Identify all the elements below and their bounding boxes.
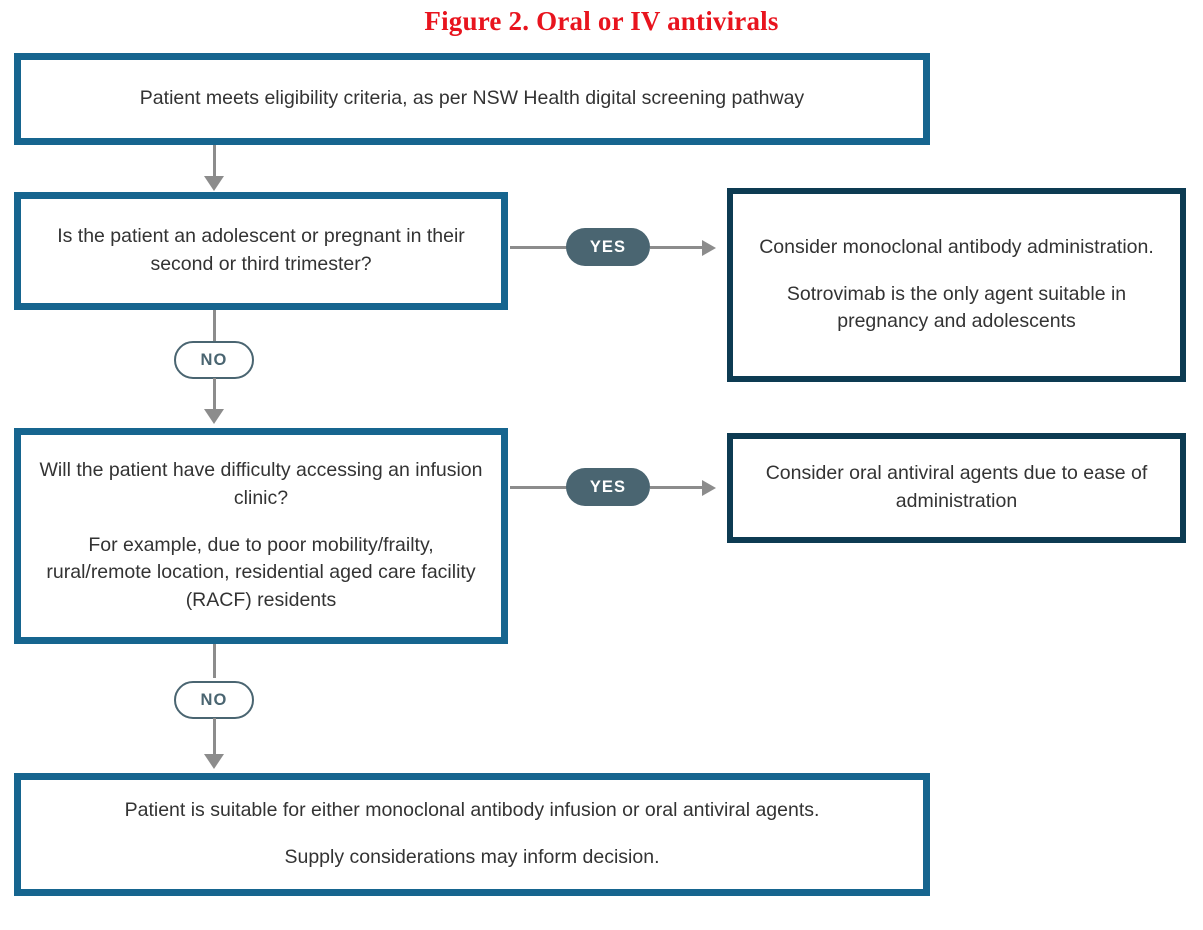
arrowhead-down-icon — [204, 754, 224, 769]
arrowhead-down-icon — [204, 409, 224, 424]
node-outcome-text-1: Patient is suitable for either monoclona… — [124, 799, 820, 822]
branch-label-yes-2: YES — [566, 468, 650, 506]
node-monoclonal-text-1: Consider monoclonal antibody administrat… — [759, 235, 1154, 258]
node-eligibility-criteria: Patient meets eligibility criteria, as p… — [14, 53, 930, 145]
arrowhead-down-icon — [204, 176, 224, 191]
branch-label-no-2: NO — [174, 681, 254, 719]
connector-question-2-no-upper — [213, 644, 216, 678]
connector-question-1-no-lower — [213, 378, 216, 411]
node-consider-oral-antivirals: Consider oral antiviral agents due to ea… — [727, 433, 1186, 543]
arrowhead-right-icon — [702, 480, 716, 496]
node-question-1-text: Is the patient an adolescent or pregnant… — [57, 225, 465, 275]
arrowhead-right-icon — [702, 240, 716, 256]
node-question-infusion-clinic-access: Will the patient have difficulty accessi… — [14, 428, 508, 644]
connector-eligibility-to-question-1 — [213, 145, 216, 178]
node-question-adolescent-pregnant: Is the patient an adolescent or pregnant… — [14, 192, 508, 310]
node-outcome-suitable-either: Patient is suitable for either monoclona… — [14, 773, 930, 896]
node-outcome-text-2: Supply considerations may inform decisio… — [284, 846, 660, 868]
connector-question-1-yes-right — [650, 246, 704, 249]
node-oral-text: Consider oral antiviral agents due to ea… — [765, 462, 1148, 512]
node-question-2-text-2: For example, due to poor mobility/frailt… — [46, 533, 476, 612]
connector-question-2-no-lower — [213, 718, 216, 756]
node-monoclonal-text-2: Sotrovimab is the only agent suitable in… — [786, 282, 1127, 333]
node-eligibility-text: Patient meets eligibility criteria, as p… — [139, 87, 805, 110]
connector-question-1-yes-left — [510, 246, 568, 249]
node-question-2-text-1: Will the patient have difficulty accessi… — [39, 459, 483, 509]
figure-title: Figure 2. Oral or IV antivirals — [424, 6, 779, 36]
branch-label-yes-1: YES — [566, 228, 650, 266]
connector-question-2-yes-left — [510, 486, 568, 489]
connector-question-1-no-upper — [213, 310, 216, 344]
connector-question-2-yes-right — [650, 486, 704, 489]
node-consider-monoclonal-antibody: Consider monoclonal antibody administrat… — [727, 188, 1186, 382]
branch-label-no-1: NO — [174, 341, 254, 379]
